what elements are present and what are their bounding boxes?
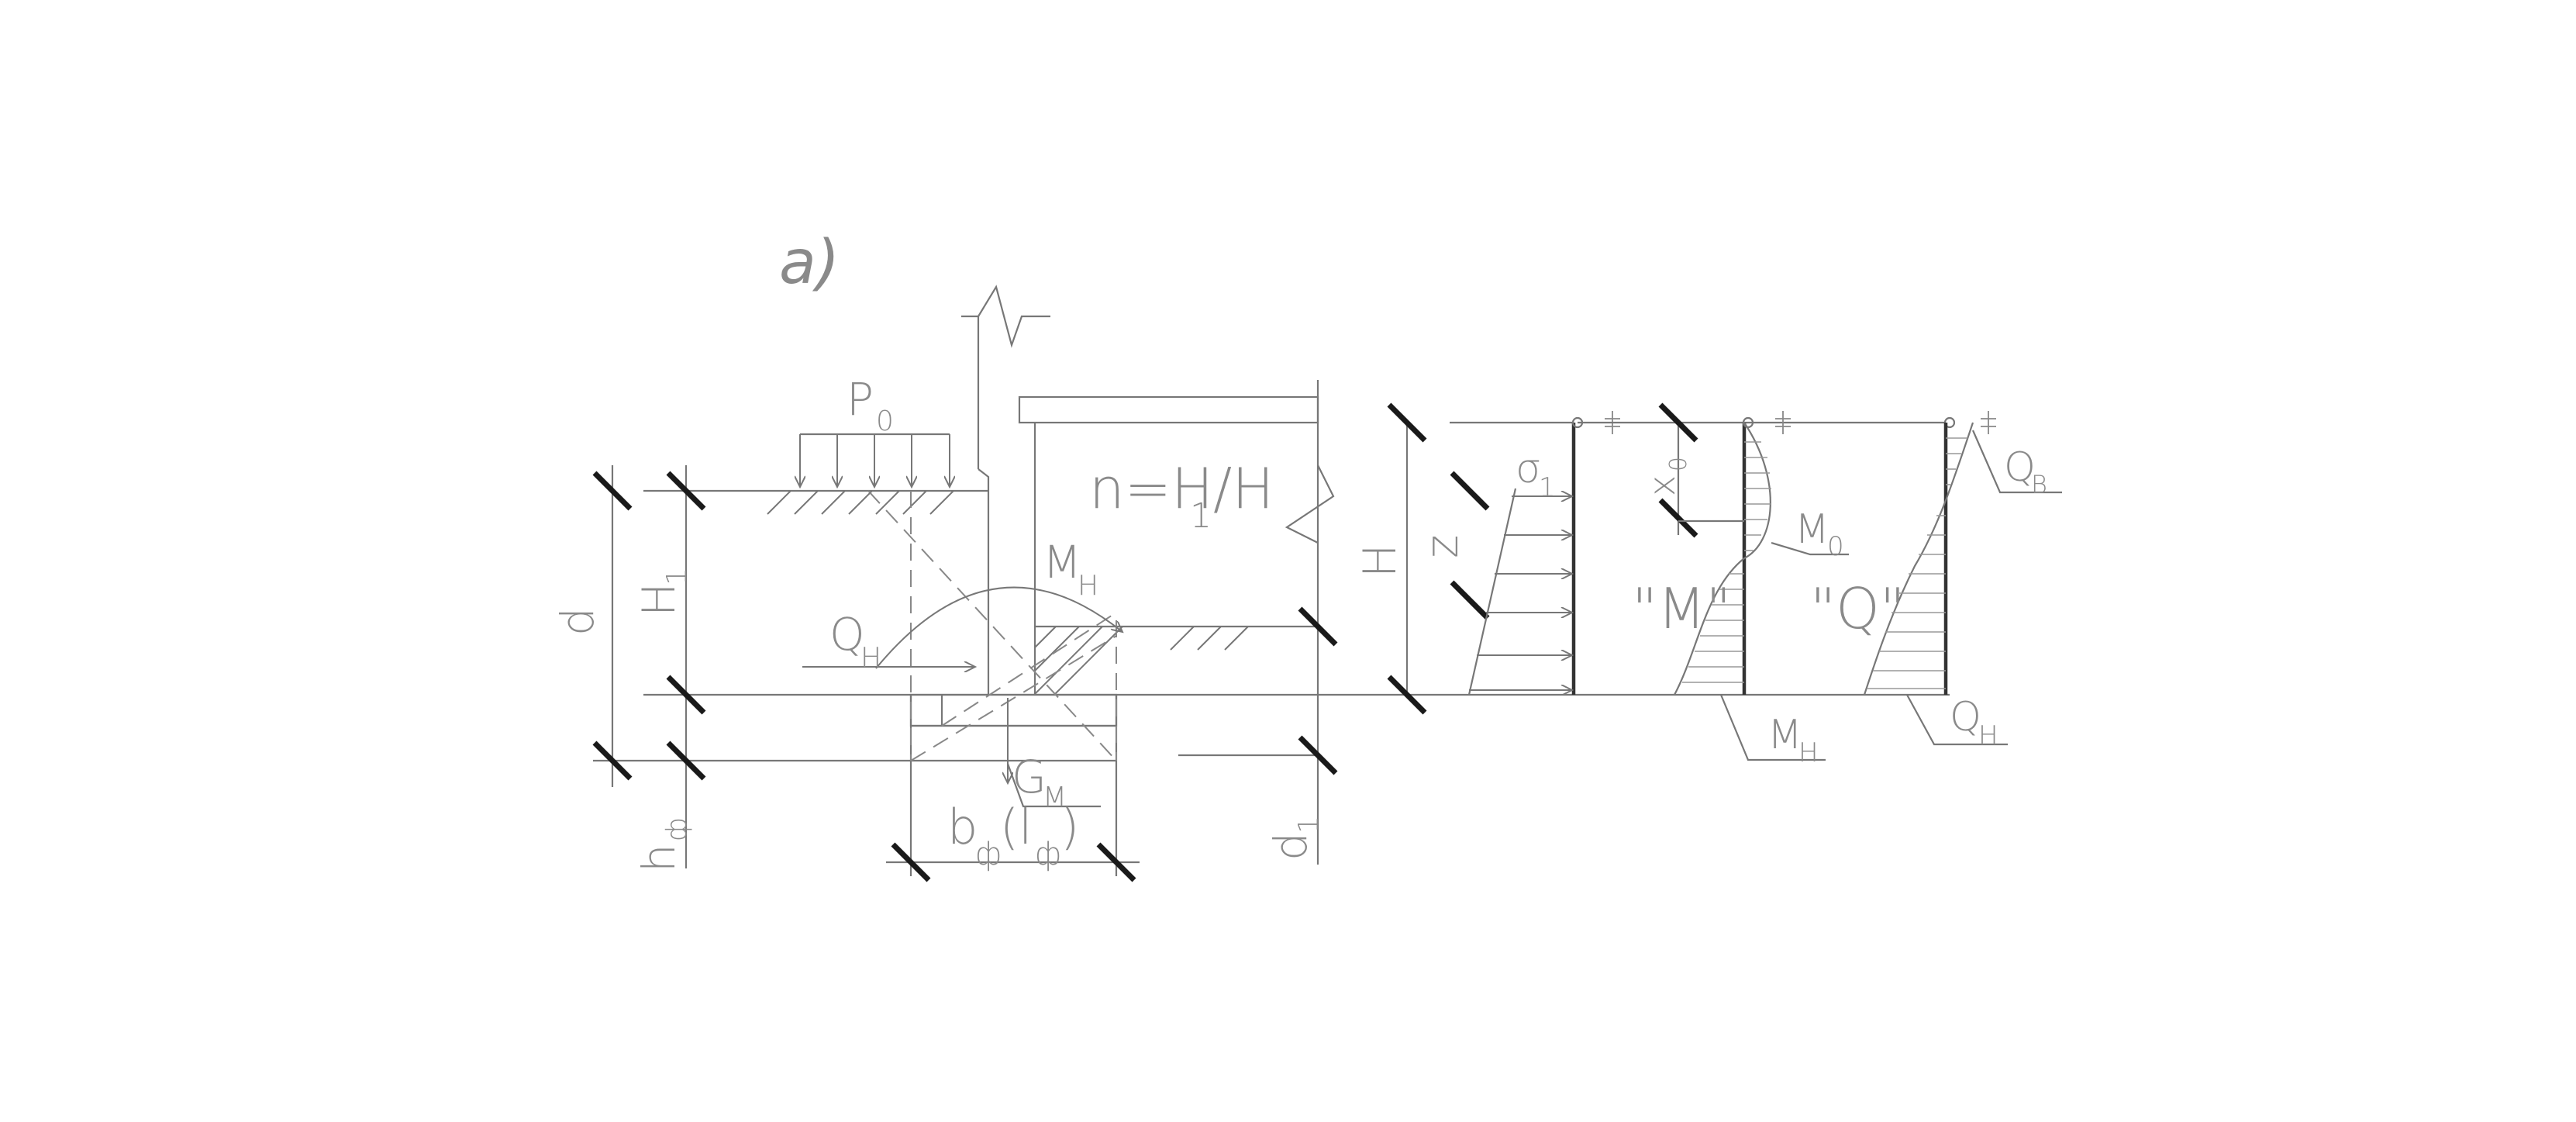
footing	[909, 693, 1118, 727]
qh-label: Q H	[829, 608, 881, 674]
soil-lines	[593, 489, 1318, 762]
svg-text:ф: ф	[661, 817, 693, 841]
svg-text:d: d	[1264, 832, 1317, 861]
svg-text:/H: /H	[1213, 456, 1274, 521]
svg-text:n=H: n=H	[1089, 456, 1213, 521]
svg-text:1: 1	[1293, 816, 1325, 834]
svg-text:В: В	[2031, 470, 2047, 499]
figure-label: a)	[779, 228, 840, 298]
vertical-dimension-lines	[611, 380, 1319, 876]
svg-text:h: h	[633, 844, 685, 872]
retaining-wall	[961, 285, 1335, 695]
qb-label: Q В	[2004, 444, 2047, 499]
svg-text:z: z	[1416, 535, 1468, 558]
x0-label: x 0	[1641, 457, 1692, 496]
qh-bottom-label: Q H	[1950, 694, 1998, 751]
z-label: z	[1416, 535, 1468, 558]
svg-text:M: M	[1043, 782, 1067, 813]
right-dimension-lines	[1318, 402, 1950, 715]
gm-label: G M	[1012, 751, 1067, 813]
mh-bottom-label: M H	[1767, 712, 1819, 768]
svg-text:Q: Q	[2004, 444, 2036, 491]
hf-label: h ф	[633, 817, 693, 872]
svg-text:M: M	[1767, 712, 1802, 758]
d1-label: d 1	[1264, 816, 1325, 861]
stress-diagram	[1467, 423, 1576, 695]
svg-text:H: H	[1354, 544, 1406, 578]
svg-text:Q: Q	[829, 608, 865, 661]
svg-text:0: 0	[876, 406, 894, 437]
p0-label: P 0	[847, 373, 894, 437]
svg-text:σ: σ	[1516, 446, 1541, 492]
svg-text:1: 1	[1539, 472, 1556, 503]
mh-label: M H	[1043, 536, 1098, 602]
svg-text:ф: ф	[975, 837, 1002, 872]
m-diagram-label: "M"	[1632, 576, 1731, 641]
svg-text:x: x	[1641, 475, 1683, 496]
svg-text:H: H	[1978, 720, 1998, 751]
svg-text:H: H	[1078, 570, 1098, 602]
svg-text:M: M	[1795, 506, 1829, 553]
svg-text:1: 1	[1190, 496, 1212, 536]
moment-diagram	[1571, 402, 1946, 761]
svg-text:ф: ф	[1035, 837, 1061, 872]
svg-text:): )	[1060, 799, 1079, 855]
svg-text:d: d	[551, 607, 604, 636]
svg-text:H: H	[633, 582, 685, 616]
svg-text:b: b	[947, 799, 978, 855]
sliding-dashed-lines	[867, 490, 1117, 761]
svg-text:G: G	[1012, 751, 1047, 803]
dimension-ticks	[592, 471, 1338, 882]
svg-text:(l: (l	[1000, 799, 1032, 855]
svg-text:0: 0	[1827, 531, 1844, 562]
q-diagram-label: "Q"	[1810, 576, 1905, 641]
shear-diagram	[1742, 411, 2062, 746]
surface-load-arrows	[800, 433, 950, 487]
svg-text:H: H	[1798, 737, 1819, 768]
h1-label: H 1	[633, 568, 693, 616]
svg-text:P: P	[847, 373, 874, 426]
wall-hatching	[1034, 626, 1123, 696]
ground-hatching	[767, 490, 1249, 651]
svg-text:H: H	[860, 642, 881, 674]
n-ratio-label: n=H 1 /H	[1089, 456, 1274, 536]
svg-text:M: M	[1043, 536, 1081, 589]
svg-text:1: 1	[661, 568, 693, 585]
h-label: H	[1354, 544, 1406, 578]
m0-label: M 0	[1795, 506, 1844, 562]
svg-text:0: 0	[1665, 457, 1692, 471]
d-label: d	[551, 607, 604, 636]
moment-arc	[802, 586, 1122, 808]
bf-label: b ф (l ф )	[947, 799, 1079, 872]
svg-text:Q: Q	[1950, 694, 1981, 741]
sigma-label: σ 1	[1516, 446, 1556, 503]
